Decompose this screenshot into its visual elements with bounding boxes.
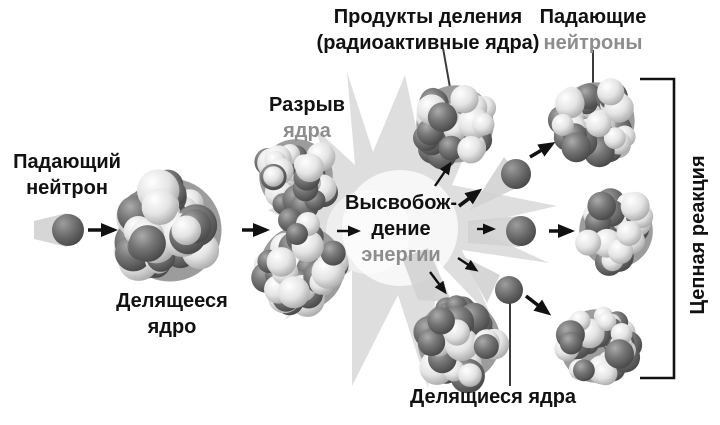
nucleus-fission-product-top [413, 85, 497, 170]
label-fissile-nuclei: Делящиеся ядра [392, 384, 594, 410]
label-incident-neutrons: Падающие нейтроны [531, 4, 655, 56]
label-text: Высвобож- [344, 192, 458, 214]
chain-reaction-bracket [640, 77, 676, 380]
label-text: (радиоактивные ядра) [316, 32, 540, 54]
nucleus-result-top [547, 78, 636, 168]
label-text: Продукты деления [333, 6, 523, 28]
label-text: Падающий [13, 151, 121, 173]
nucleus-result-bottom [554, 306, 643, 386]
label-nucleus-rupture: Разрыв ядра [250, 92, 364, 144]
label-fissile-nucleus: Делящееся ядро [98, 288, 246, 340]
arrows [88, 141, 575, 316]
label-text: Делящееся [116, 290, 228, 312]
nucleus-fission-product-bottom [413, 295, 510, 394]
label-text: Падающие [539, 6, 647, 28]
neutrons [52, 159, 536, 304]
nucleus-fissile [113, 169, 222, 282]
label-text: Делящиеся ядра [409, 386, 577, 408]
label-text: Разрыв [269, 94, 345, 116]
label-text: Цепная реакция [687, 155, 709, 315]
nucleus-rupture-neck [278, 208, 320, 245]
label-text-secondary: энергии [361, 244, 441, 266]
label-fission-products: Продукты деления (радиоактивные ядра) [304, 4, 552, 56]
label-text: ядро [147, 316, 197, 338]
nucleus-result-middle [575, 188, 654, 276]
label-energy-release: Высвобож- дение энергии [340, 190, 462, 268]
label-chain-reaction: Цепная реакция [685, 149, 711, 321]
label-text-secondary: нейтроны [543, 32, 643, 54]
label-text-secondary: ядра [283, 120, 331, 142]
label-text: нейтрон [26, 177, 108, 199]
label-text: дение [371, 218, 431, 240]
label-incident-neutron: Падающий нейтрон [4, 149, 130, 201]
